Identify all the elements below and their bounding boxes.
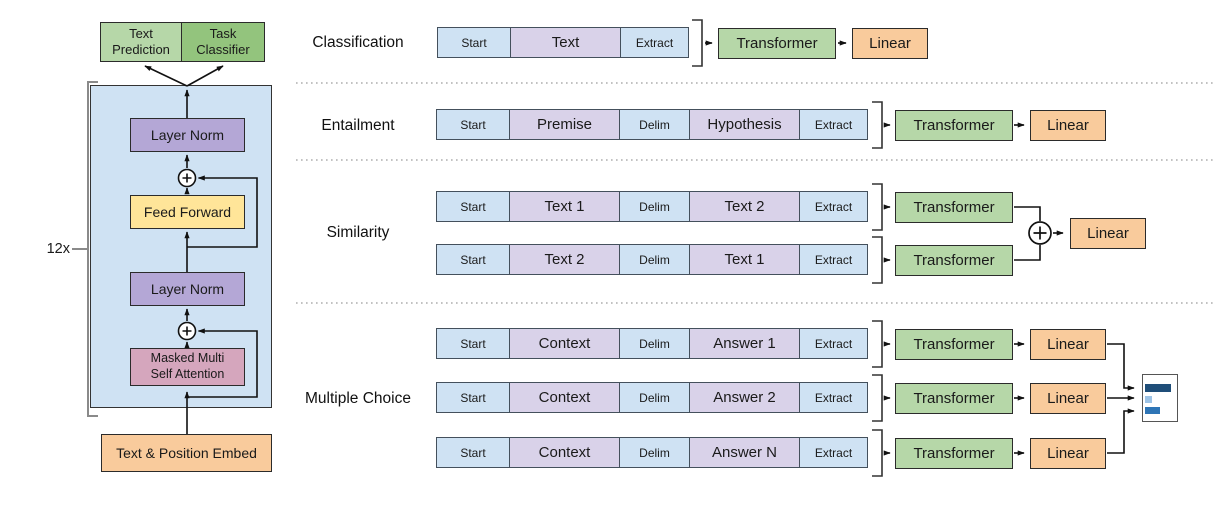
layer-norm-bottom-box: Layer Norm <box>130 272 245 306</box>
token-cell-start: Start <box>437 329 509 358</box>
task-label-multiple-choice: Multiple Choice <box>305 390 411 407</box>
layer-norm-top-label: Layer Norm <box>150 127 225 143</box>
token-cell-start: Start <box>437 192 509 221</box>
token-cell-premise: Premise <box>509 110 619 139</box>
classification-transformer-box: Transformer <box>718 28 836 59</box>
transformer-label: Transformer <box>913 252 995 269</box>
multiple-choice-linear-box-2: Linear <box>1030 383 1106 414</box>
token-cell-delim: Delim <box>619 245 689 274</box>
layer-norm-top-box: Layer Norm <box>130 118 245 152</box>
similarity-sum-icon <box>1028 221 1052 245</box>
section-separator-lines <box>296 82 1216 304</box>
feed-forward-box: Feed Forward <box>130 195 245 229</box>
transformer-label: Transformer <box>913 445 995 462</box>
multiple-choice-transformer-box-1: Transformer <box>895 329 1013 360</box>
text-position-embed-label: Text & Position Embed <box>116 445 257 461</box>
entailment-linear-box: Linear <box>1030 110 1106 141</box>
strip-brackets <box>692 19 883 477</box>
token-cell-delim: Delim <box>619 192 689 221</box>
token-cell-text2: Text 2 <box>509 245 619 274</box>
score-bar-chart <box>1142 374 1178 422</box>
token-cell-extract: Extract <box>799 383 867 412</box>
token-cell-start: Start <box>437 110 509 139</box>
token-cell-start: Start <box>437 383 509 412</box>
similarity-transformer-box-1: Transformer <box>895 192 1013 223</box>
similarity-token-strip-1: Start Text 1 Delim Text 2 Extract <box>436 191 868 222</box>
similarity-token-strip-2: Start Text 2 Delim Text 1 Extract <box>436 244 868 275</box>
text-position-embed-box: Text & Position Embed <box>101 434 272 472</box>
task-label-entailment: Entailment <box>321 117 395 134</box>
similarity-linear-box: Linear <box>1070 218 1146 249</box>
classification-token-strip: Start Text Extract <box>437 27 689 58</box>
transformer-label: Transformer <box>913 390 995 407</box>
token-cell-hypothesis: Hypothesis <box>689 110 799 139</box>
similarity-transformer-box-2: Transformer <box>895 245 1013 276</box>
token-cell-context: Context <box>509 438 619 467</box>
transformer-label: Transformer <box>913 199 995 216</box>
task-label-similarity: Similarity <box>326 224 390 241</box>
token-cell-answerN: Answer N <box>689 438 799 467</box>
token-cell-start: Start <box>438 28 510 57</box>
multiple-choice-transformer-box-3: Transformer <box>895 438 1013 469</box>
feed-forward-label: Feed Forward <box>143 204 232 220</box>
token-cell-context: Context <box>509 383 619 412</box>
transformer-label: Transformer <box>913 336 995 353</box>
left-diagram-arrows <box>144 65 258 434</box>
token-cell-delim: Delim <box>619 383 689 412</box>
token-cell-delim: Delim <box>619 438 689 467</box>
token-cell-context: Context <box>509 329 619 358</box>
text-prediction-label: Text Prediction <box>112 26 170 57</box>
multiple-choice-linear-box-3: Linear <box>1030 438 1106 469</box>
token-cell-delim: Delim <box>619 110 689 139</box>
score-bar-1 <box>1145 384 1171 392</box>
token-cell-text2: Text 2 <box>689 192 799 221</box>
multiple-choice-linear-box-1: Linear <box>1030 329 1106 360</box>
token-cell-extract: Extract <box>799 438 867 467</box>
score-bar-2 <box>1145 396 1152 403</box>
masked-attention-label-line2: Self Attention <box>150 367 225 381</box>
masked-attention-box: Masked Multi Self Attention <box>130 348 245 386</box>
linear-label: Linear <box>1047 445 1089 462</box>
token-cell-extract: Extract <box>799 329 867 358</box>
token-cell-start: Start <box>437 438 509 467</box>
token-cell-extract: Extract <box>799 192 867 221</box>
linear-label: Linear <box>1047 390 1089 407</box>
multiple-choice-token-strip-2: Start Context Delim Answer 2 Extract <box>436 382 868 413</box>
classification-linear-box: Linear <box>852 28 928 59</box>
residual-add-icons <box>177 168 197 341</box>
token-cell-text1: Text 1 <box>689 245 799 274</box>
token-cell-extract: Extract <box>620 28 688 57</box>
repeat-count-label: 12x <box>46 241 70 257</box>
layer-norm-bottom-label: Layer Norm <box>150 281 225 297</box>
linear-label: Linear <box>869 35 911 52</box>
transformer-label: Transformer <box>913 117 995 134</box>
token-cell-extract: Extract <box>799 245 867 274</box>
token-cell-extract: Extract <box>799 110 867 139</box>
token-cell-delim: Delim <box>619 329 689 358</box>
task-classifier-label: Task Classifier <box>196 26 250 57</box>
multiple-choice-transformer-box-2: Transformer <box>895 383 1013 414</box>
task-flow-arrows <box>705 40 1135 456</box>
token-cell-text: Text <box>510 28 620 57</box>
repeat-bracket <box>72 81 98 417</box>
task-classifier-box: Task Classifier <box>181 22 265 62</box>
multiple-choice-token-strip-1: Start Context Delim Answer 1 Extract <box>436 328 868 359</box>
linear-label: Linear <box>1047 117 1089 134</box>
masked-attention-label-line1: Masked Multi <box>150 351 225 366</box>
token-cell-answer2: Answer 2 <box>689 383 799 412</box>
entailment-token-strip: Start Premise Delim Hypothesis Extract <box>436 109 868 140</box>
multiple-choice-token-strip-3: Start Context Delim Answer N Extract <box>436 437 868 468</box>
token-cell-answer1: Answer 1 <box>689 329 799 358</box>
score-bar-3 <box>1145 407 1160 414</box>
linear-label: Linear <box>1047 336 1089 353</box>
entailment-transformer-box: Transformer <box>895 110 1013 141</box>
token-cell-start: Start <box>437 245 509 274</box>
linear-label: Linear <box>1087 225 1129 242</box>
transformer-label: Transformer <box>736 35 818 52</box>
text-prediction-box: Text Prediction <box>100 22 182 62</box>
token-cell-text1: Text 1 <box>509 192 619 221</box>
task-label-classification: Classification <box>312 34 404 51</box>
